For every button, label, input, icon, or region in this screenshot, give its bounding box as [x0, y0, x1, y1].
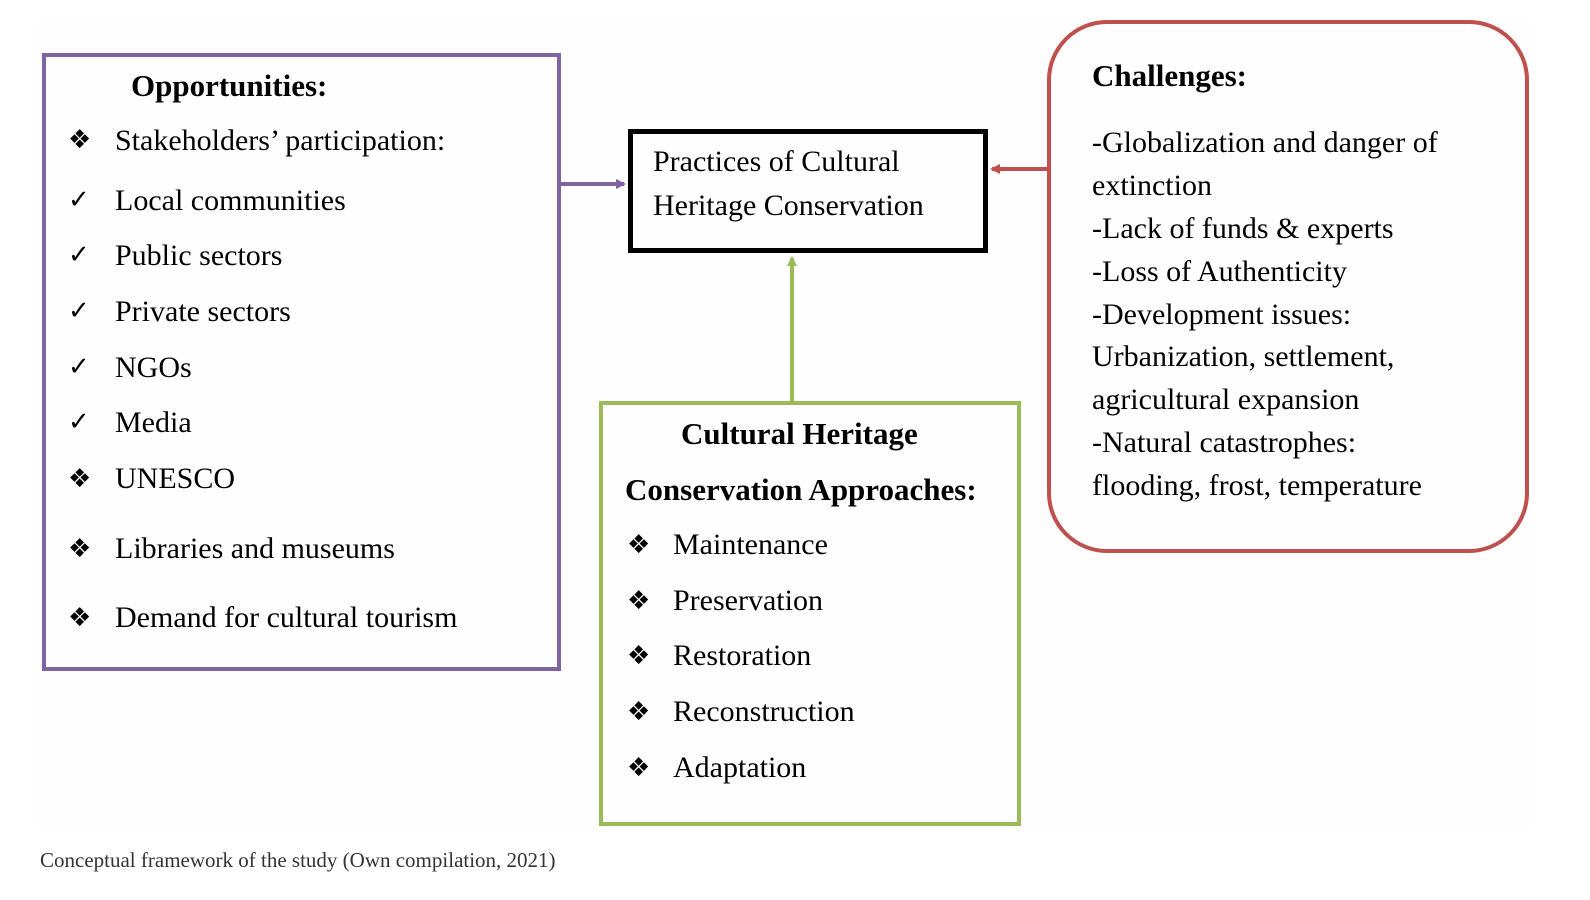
- central-concept-line-1: Practices of Cultural: [653, 145, 900, 178]
- opportunity-item: Demand for cultural tourism: [115, 601, 458, 634]
- opportunity-item: Libraries and museums: [115, 532, 395, 565]
- opportunity-item: Local communities: [115, 184, 346, 217]
- opportunity-item: Media: [115, 406, 192, 439]
- central-concept-box: [628, 129, 988, 253]
- challenge-line: -Development issues:: [1092, 298, 1352, 331]
- check-mark-icon: ✓: [68, 407, 90, 437]
- opportunities-box: [42, 53, 561, 671]
- check-mark-icon: ✓: [68, 296, 90, 326]
- check-mark-icon: ✓: [68, 240, 90, 270]
- four-diamond-bullet-icon: ❖: [627, 753, 651, 783]
- approaches-box: [599, 401, 1021, 826]
- opportunity-item: UNESCO: [115, 462, 236, 495]
- four-diamond-bullet-icon: ❖: [68, 125, 92, 155]
- challenges-title: Challenges:: [1092, 58, 1247, 93]
- approaches-title-line-2: Conservation Approaches:: [625, 472, 977, 507]
- approach-item: Reconstruction: [673, 695, 855, 728]
- check-mark-icon: ✓: [68, 185, 90, 215]
- challenge-line: -Globalization and danger of: [1092, 126, 1438, 159]
- approach-item: Restoration: [673, 639, 812, 672]
- opportunity-item: Stakeholders’ participation:: [115, 124, 446, 157]
- approach-item: Maintenance: [673, 528, 828, 561]
- challenge-line: flooding, frost, temperature: [1092, 469, 1422, 502]
- opportunity-item: NGOs: [115, 351, 192, 384]
- opportunity-item: Public sectors: [115, 239, 283, 272]
- approaches-title-line-1: Cultural Heritage: [681, 416, 918, 451]
- four-diamond-bullet-icon: ❖: [627, 586, 651, 616]
- four-diamond-bullet-icon: ❖: [627, 641, 651, 671]
- challenge-line: -Lack of funds & experts: [1092, 212, 1394, 245]
- approach-item: Adaptation: [673, 751, 807, 784]
- challenge-line: agricultural expansion: [1092, 383, 1360, 416]
- four-diamond-bullet-icon: ❖: [627, 530, 651, 560]
- check-mark-icon: ✓: [68, 352, 90, 382]
- four-diamond-bullet-icon: ❖: [68, 534, 92, 564]
- challenge-line: -Natural catastrophes:: [1092, 426, 1357, 459]
- challenge-line: Urbanization, settlement,: [1092, 340, 1395, 373]
- opportunity-item: Private sectors: [115, 295, 291, 328]
- central-concept-line-2: Heritage Conservation: [653, 189, 924, 222]
- figure-caption: Conceptual framework of the study (Own c…: [40, 848, 556, 872]
- figure-background: [38, 20, 1530, 828]
- opportunities-title: Opportunities:: [131, 68, 328, 103]
- challenges-box: [1047, 20, 1529, 553]
- four-diamond-bullet-icon: ❖: [68, 603, 92, 633]
- four-diamond-bullet-icon: ❖: [627, 697, 651, 727]
- challenge-line: extinction: [1092, 169, 1212, 202]
- challenge-line: -Loss of Authenticity: [1092, 255, 1347, 288]
- approach-item: Preservation: [673, 584, 823, 617]
- four-diamond-bullet-icon: ❖: [68, 464, 92, 494]
